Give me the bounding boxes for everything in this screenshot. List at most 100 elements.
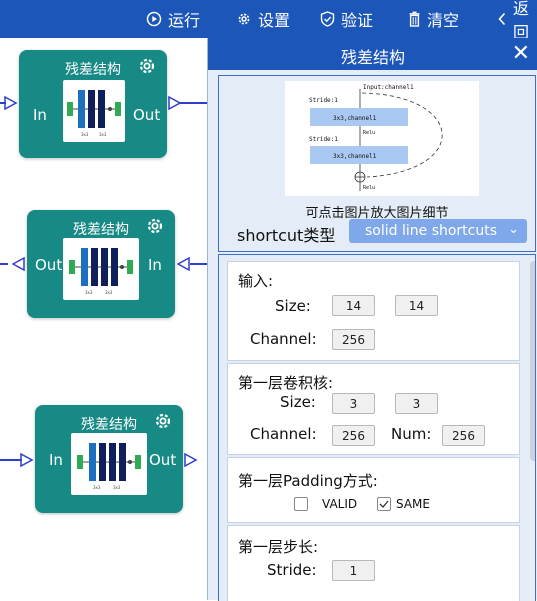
node-title: 残差结构: [81, 417, 137, 433]
clear-button[interactable]: 清空: [408, 0, 459, 38]
input-channel-field[interactable]: 256: [332, 329, 375, 350]
panel-header: 残差结构 ✕: [208, 38, 537, 70]
run-button[interactable]: 运行: [146, 0, 200, 38]
port-triangle-icon: [12, 257, 25, 271]
input-port-label: In: [49, 451, 63, 469]
channel-label: Channel:: [250, 330, 317, 348]
gear-icon: [236, 11, 252, 27]
shortcut-type-label: shortcut类型: [237, 226, 336, 245]
svg-text:3x3: 3x3: [85, 290, 93, 295]
connection-wire: [180, 102, 208, 104]
chevron-left-icon: [497, 11, 507, 27]
svg-text:3x3: 3x3: [99, 132, 107, 137]
shortcut-type-select[interactable]: solid line shortcuts ⌄: [349, 219, 527, 243]
chevron-down-icon: ⌄: [508, 222, 519, 237]
back-button[interactable]: 返回: [497, 0, 537, 42]
diagram-conv1: 3x3,channel1: [333, 115, 377, 122]
port-triangle-icon: [168, 96, 182, 110]
num-label: Num:: [391, 425, 432, 443]
conv-layer-block: [310, 146, 408, 164]
close-icon[interactable]: ✕: [511, 41, 530, 66]
input-section: 输入: Size: 14 14 Channel: 256: [227, 261, 520, 361]
stride-label: Stride:: [267, 561, 317, 579]
validate-button[interactable]: 验证: [320, 0, 373, 38]
image-caption: 可点击图片放大图片细节: [305, 206, 449, 221]
graph-canvas[interactable]: 残差结构 3x3 3x3 In Out 残差结构: [0, 38, 208, 600]
section-title: 输入:: [238, 272, 274, 290]
svg-text:3x3: 3x3: [113, 485, 121, 490]
section-title: 第一层卷积核:: [238, 374, 334, 392]
gear-icon[interactable]: [137, 56, 157, 80]
conv-layer-block: [310, 108, 408, 126]
connection-wire: [0, 263, 8, 265]
run-label: 运行: [168, 11, 201, 30]
port-triangle-icon: [20, 453, 34, 467]
input-size-height-field[interactable]: 14: [395, 295, 438, 316]
svg-text:3x3: 3x3: [105, 290, 113, 295]
output-port-label: Out: [35, 256, 63, 274]
kernel-size-width-field[interactable]: 3: [332, 393, 375, 414]
residual-diagram-image[interactable]: Input:channel1 Stride:1 3x3,channel1 Rel…: [285, 81, 479, 196]
output-port-label: Out: [149, 451, 177, 469]
shield-check-icon: [320, 11, 335, 27]
node-title: 残差结构: [73, 222, 129, 238]
kernel-num-field[interactable]: 256: [442, 425, 485, 446]
first-conv-kernel-section: 第一层卷积核: Size: 3 3 Channel: 256 Num: 256: [227, 363, 520, 455]
section-title: 第一层Padding方式:: [238, 472, 378, 490]
node-title: 残差结构: [65, 62, 121, 78]
clear-label: 清空: [427, 11, 460, 30]
play-icon: [146, 11, 162, 27]
validate-label: 验证: [341, 11, 374, 30]
residual-node[interactable]: 残差结构 3x3 3x3 In Out: [19, 50, 167, 158]
panel-title: 残差结构: [340, 48, 405, 67]
input-size-width-field[interactable]: 14: [332, 295, 375, 316]
structure-image-box: Input:channel1 Stride:1 3x3,channel1 Rel…: [218, 75, 536, 252]
settings-button[interactable]: 设置: [236, 0, 290, 38]
input-port-label: In: [148, 256, 162, 274]
shortcut-type-value: solid line shortcuts: [365, 223, 498, 239]
svg-text:3x3: 3x3: [81, 132, 89, 137]
valid-checkbox[interactable]: [294, 497, 308, 511]
parameter-list[interactable]: 输入: Size: 14 14 Channel: 256 第一层卷积核: Siz…: [218, 254, 536, 601]
back-label: 返回: [513, 0, 530, 42]
trash-icon: [408, 11, 421, 27]
valid-label: VALID: [322, 497, 358, 511]
diagram-conv2: 3x3,channel1: [333, 153, 377, 160]
top-toolbar: 运行 设置 验证 清空 返回: [0, 0, 537, 42]
diagram-stride1: Stride:1: [309, 97, 338, 104]
kernel-size-height-field[interactable]: 3: [395, 393, 438, 414]
kernel-channel-field[interactable]: 256: [332, 425, 375, 446]
size-label: Size:: [280, 393, 316, 411]
diagram-relu1: Relu: [363, 130, 375, 136]
residual-node[interactable]: 残差结构 3x3 3x3 In Out: [35, 405, 183, 513]
port-triangle-icon: [184, 453, 198, 467]
input-port-label: In: [33, 106, 47, 124]
channel-label: Channel:: [250, 425, 317, 443]
diagram-input-label: Input:channel1: [363, 84, 414, 91]
connection-wire: [0, 102, 6, 104]
port-triangle-icon: [177, 257, 190, 271]
connection-wire: [190, 263, 208, 265]
settings-label: 设置: [258, 11, 291, 30]
first-padding-section: 第一层Padding方式: VALID SAME: [227, 457, 520, 523]
gear-icon[interactable]: [145, 216, 165, 240]
first-stride-section: 第一层步长: Stride: 1: [227, 525, 520, 601]
residual-thumbnail: 3x3 3x3: [63, 80, 125, 142]
output-port-label: Out: [133, 106, 161, 124]
svg-text:3x3: 3x3: [93, 485, 101, 490]
size-label: Size:: [275, 297, 311, 315]
same-label: SAME: [396, 497, 430, 511]
diagram-relu2: Relu: [363, 185, 375, 191]
connection-wire: [0, 459, 22, 461]
port-triangle-icon: [4, 96, 18, 110]
stride-field[interactable]: 1: [332, 560, 375, 581]
section-title: 第一层步长:: [238, 538, 319, 556]
residual-node[interactable]: 残差结构 3x3 3x3 Out In: [27, 210, 175, 318]
scrollbar-thumb[interactable]: [530, 261, 535, 461]
residual-thumbnail: 3x3 3x3: [63, 238, 139, 300]
same-checkbox[interactable]: [377, 497, 391, 511]
diagram-stride2: Stride:1: [309, 136, 338, 143]
gear-icon[interactable]: [153, 411, 173, 435]
residual-thumbnail: 3x3 3x3: [71, 433, 147, 495]
property-panel: 残差结构 ✕ Input:channel1 Stride:1 3x3,chann…: [207, 38, 537, 601]
